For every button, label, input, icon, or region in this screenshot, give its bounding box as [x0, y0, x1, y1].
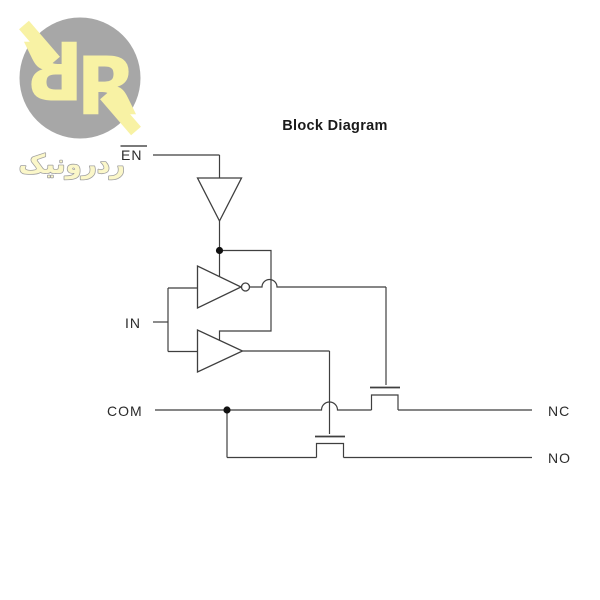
- wires: [153, 154, 532, 459]
- logo-leg-left: [19, 20, 60, 66]
- gate-symbols: [196, 177, 251, 374]
- wire-com-rail: [155, 401, 372, 411]
- inverting-buffer-triangle: [196, 264, 243, 310]
- logo-leg-right: [100, 90, 141, 136]
- enable-buffer-triangle: [196, 177, 243, 223]
- logo-brand-text: ردرونیک: [19, 150, 125, 180]
- nc-label: NC: [548, 403, 570, 419]
- wire-enable-to-buffer: [218, 249, 272, 341]
- en-label: EN: [121, 147, 142, 163]
- junction-dot-com: [223, 406, 231, 414]
- inverter-bubble: [240, 282, 251, 292]
- logo-letters: R R: [19, 20, 141, 136]
- in-label: IN: [125, 315, 141, 331]
- watermark-logo: R R ردرونیک: [18, 17, 141, 181]
- junction-dot-enable: [215, 246, 224, 255]
- diagram-title: Block Diagram: [282, 118, 387, 134]
- logo-brand-group: ردرونیک: [18, 149, 125, 181]
- wire-inverter-output: [249, 278, 386, 288]
- com-label: COM: [107, 403, 143, 419]
- logo-letter-left-group: R: [19, 20, 84, 116]
- no-label: NO: [548, 450, 571, 466]
- nc-mosfet-body: [370, 394, 399, 410]
- no-mosfet-body: [315, 442, 345, 458]
- noninverting-buffer-triangle: [196, 328, 245, 374]
